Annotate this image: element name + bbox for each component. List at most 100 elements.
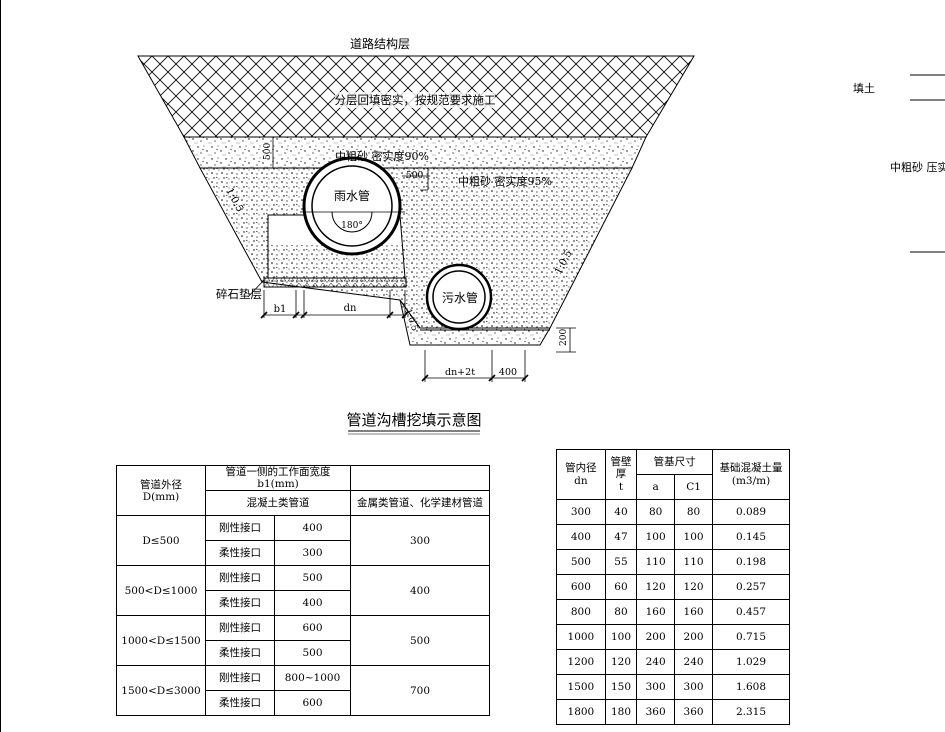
pipe-c1-cell: 360 (674, 699, 714, 725)
width-row-flex-label: 柔性接口 (205, 690, 275, 717)
pipe-c1-cell: 300 (674, 674, 714, 700)
pipe-table-header-conc: 基础混凝土量(m3/m) (712, 449, 790, 500)
width-row-metal: 500 (350, 615, 490, 667)
pipe-dn-cell: 1800 (556, 699, 606, 725)
pipe-dn-cell: 600 (556, 574, 606, 600)
pipe-t-cell: 180 (604, 699, 638, 725)
width-row-flex: 600 (274, 690, 351, 717)
pipe-dn-cell: 1500 (556, 674, 606, 700)
pipe-a-cell: 160 (636, 599, 676, 625)
sand95-layer (199, 167, 633, 329)
pipe-t-cell: 40 (604, 499, 638, 525)
pipe-conc-cell: 0.145 (712, 524, 790, 550)
pipe-c1-cell: 120 (674, 574, 714, 600)
width-row-rigid: 500 (274, 565, 351, 592)
pipe-t-cell: 120 (604, 649, 638, 675)
dim-500-side: 500 (406, 171, 423, 181)
dim-200: 200 (559, 329, 569, 346)
width-row-metal: 400 (350, 565, 490, 617)
pipe-t-cell: 80 (604, 599, 638, 625)
rain-pipe-inner (311, 165, 393, 247)
fill-label: 分层回填密实，按规范要求施工 (335, 93, 496, 107)
pipe-c1-cell: 110 (674, 549, 714, 575)
width-table-header-blank (350, 464, 490, 491)
road-layer-label: 道路结构层 (350, 36, 410, 51)
dimension-ticks (260, 311, 529, 382)
width-row-rigid-label: 刚性接口 (205, 615, 275, 642)
dim-b1: b1 (274, 304, 287, 315)
width-row-rigid-label: 刚性接口 (205, 665, 275, 692)
width-row-flex-label: 柔性接口 (205, 640, 275, 667)
pipe-a-cell: 360 (636, 699, 676, 725)
pipe-dn-cell: 1200 (556, 649, 606, 675)
pipe-dn-cell: 400 (556, 524, 606, 550)
sand95-label: 中粗砂 密实度95% (458, 174, 552, 188)
dim-400: 400 (499, 367, 517, 378)
sand90-label: 中粗砂 密实度90% (335, 149, 429, 163)
sewage-pipe-label: 污水管 (442, 290, 478, 305)
pipe-table-header-base: 管基尺寸 (636, 449, 714, 475)
pipe-a-cell: 100 (636, 524, 676, 550)
pipe-a-cell: 200 (636, 624, 676, 650)
width-table-header-main: 管道一侧的工作面宽度b1(mm) (205, 464, 351, 492)
pipe-conc-cell: 0.089 (712, 499, 790, 525)
dim-dn2t: dn+2t (445, 367, 475, 378)
pipe-conc-cell: 0.257 (712, 574, 790, 600)
angle-label: 180° (341, 221, 363, 231)
width-row-range: 500<D≤1000 (116, 565, 206, 617)
pipe-conc-cell: 2.315 (712, 699, 790, 725)
pipe-c1-cell: 80 (674, 499, 714, 525)
width-row-rigid: 600 (274, 615, 351, 642)
right-fill-label: 填土 (853, 81, 875, 95)
width-row-rigid: 400 (274, 515, 351, 542)
pipe-t-cell: 60 (604, 574, 638, 600)
dimension-lines (247, 136, 576, 382)
pipe-a-cell: 120 (636, 574, 676, 600)
pipe-a-cell: 80 (636, 499, 676, 525)
width-row-flex: 300 (274, 540, 351, 567)
sewage-pipe-inner (432, 270, 486, 324)
width-row-rigid: 800~1000 (274, 665, 351, 692)
pipe-c1-cell: 160 (674, 599, 714, 625)
pipe-c1-cell: 240 (674, 649, 714, 675)
pipe-t-cell: 150 (604, 674, 638, 700)
width-row-flex: 400 (274, 590, 351, 617)
width-row-metal: 700 (350, 665, 490, 717)
pipe-table-header-a: a (636, 474, 676, 500)
pipe-a-cell: 300 (636, 674, 676, 700)
gravel-label: 碎石垫层 (216, 287, 262, 301)
pipe-table-header-c1: C1 (674, 474, 714, 500)
gravel-cushion (263, 277, 407, 288)
fill-label-bg (335, 92, 495, 108)
pipe-t-cell: 100 (604, 624, 638, 650)
pipe-t-cell: 47 (604, 524, 638, 550)
angle-180-arc (331, 211, 373, 233)
pipe-c1-cell: 200 (674, 624, 714, 650)
width-row-metal: 300 (350, 515, 490, 567)
pipe-dn-cell: 300 (556, 499, 606, 525)
width-row-rigid-label: 刚性接口 (205, 565, 275, 592)
lower-trench (399, 299, 551, 346)
width-row-rigid-label: 刚性接口 (205, 515, 275, 542)
width-row-flex-label: 柔性接口 (205, 540, 275, 567)
frame-left-border (0, 0, 1, 732)
pipe-conc-cell: 0.198 (712, 549, 790, 575)
pipe-a-cell: 240 (636, 649, 676, 675)
width-row-range: 1500<D≤3000 (116, 665, 206, 717)
pipe-base-fill (268, 245, 405, 278)
right-sand-label: 中粗砂 压实 (890, 160, 945, 174)
pipe-conc-cell: 1.029 (712, 649, 790, 675)
